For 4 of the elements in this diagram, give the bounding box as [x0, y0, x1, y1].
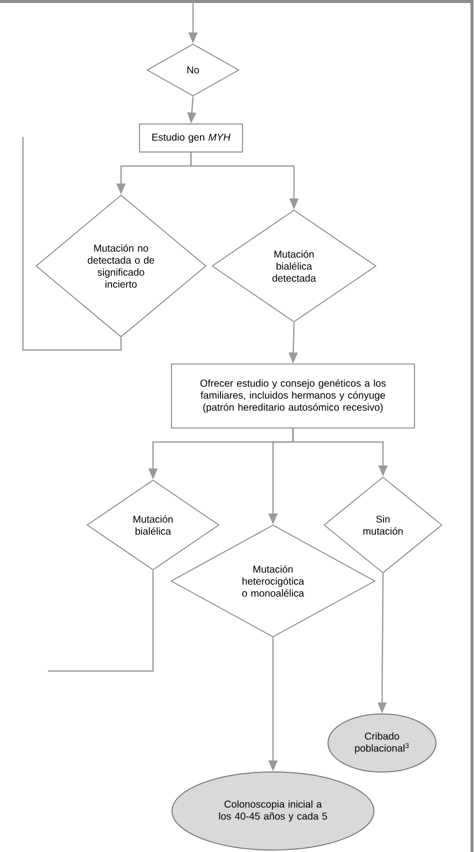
- process-box: Ofrecer estudio y consejo genéticos a los familiares, incluidos hermanos y cónyuge (patrón hereditario autosómico recesivo): [171, 364, 415, 428]
- connector-line: [48, 570, 154, 672]
- connector-line: [22, 137, 122, 351]
- process-box: Estudio gen MYH: [139, 124, 243, 153]
